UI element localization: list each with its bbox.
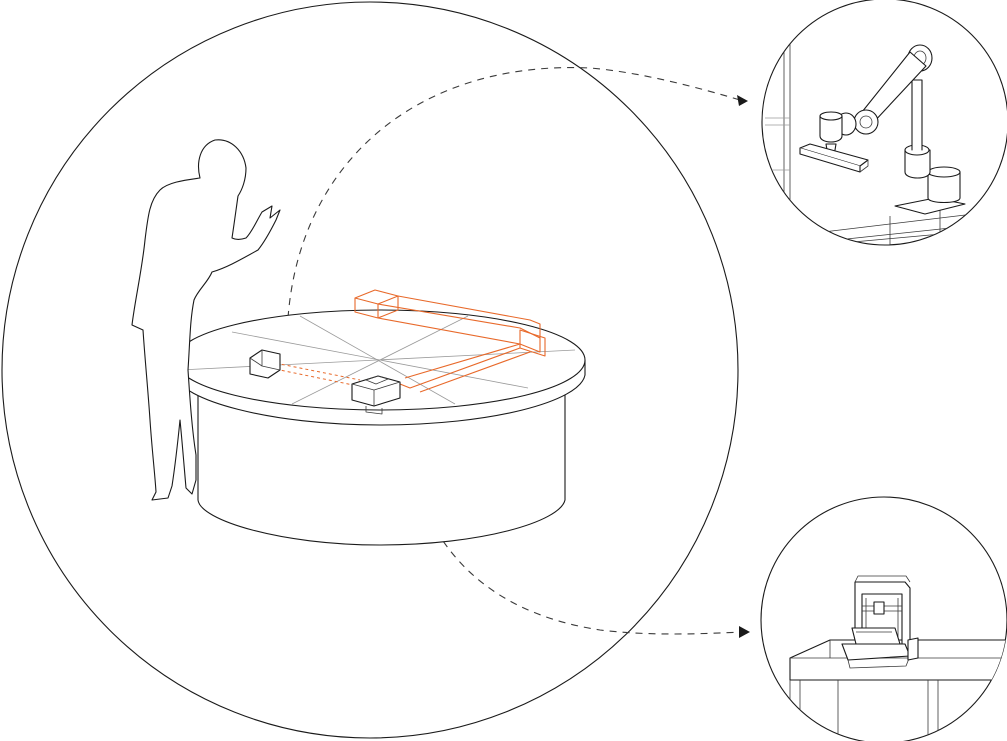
arrow-head-icon (737, 95, 748, 106)
arrow-head-icon (739, 626, 750, 638)
robot-arm-detail (762, 0, 1007, 245)
3d-printer-detail (761, 497, 1007, 741)
dashed-arc-to-robot (288, 68, 740, 318)
